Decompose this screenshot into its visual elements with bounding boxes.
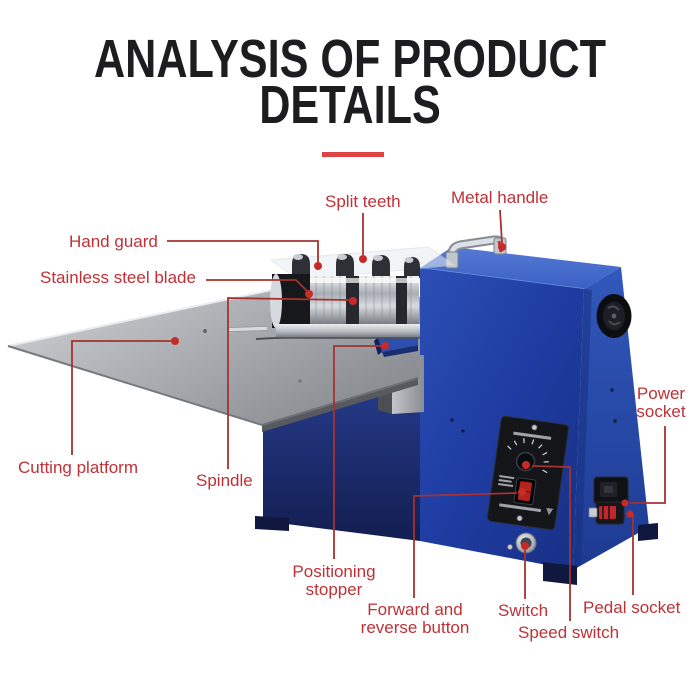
leader-forward-reverse <box>413 488 526 598</box>
leader-lines <box>71 209 666 621</box>
vent-fan <box>596 294 632 338</box>
machine-foot-back-right <box>638 523 658 541</box>
label-speed-switch: Speed switch <box>518 623 620 642</box>
label-switch: Switch <box>498 601 549 620</box>
leader-cutting-platform <box>71 337 179 455</box>
leader-spindle <box>227 297 357 469</box>
blade-roller <box>269 246 457 339</box>
power-socket-shape[interactable] <box>593 476 629 505</box>
label-forward-reverse-button: Forward and reverse button <box>360 600 470 637</box>
label-spindle: Spindle <box>196 471 253 490</box>
page-title-line2: DETAILS <box>259 75 441 135</box>
leader-switch <box>521 542 529 599</box>
spindle-shape <box>276 324 420 339</box>
machine-top-face <box>420 247 621 289</box>
label-power-socket: Power socket <box>636 384 686 421</box>
label-pedal-socket: Pedal socket <box>583 598 681 617</box>
machine-right-face <box>573 267 649 570</box>
leader-stainless-steel-blade <box>206 279 313 298</box>
leader-metal-handle <box>498 209 506 251</box>
leader-pedal-socket <box>626 510 634 595</box>
control-panel <box>486 415 570 531</box>
machine-foot-front-right <box>543 562 577 585</box>
label-metal-handle: Metal handle <box>451 188 549 207</box>
leader-positioning-stopper <box>333 342 389 559</box>
pedal-socket-shape[interactable] <box>588 501 625 525</box>
leader-power-socket <box>621 426 666 507</box>
label-cutting-platform: Cutting platform <box>18 458 138 477</box>
hand-guard-shape <box>269 246 457 281</box>
label-split-teeth: Split teeth <box>325 192 401 211</box>
leader-speed-switch <box>522 461 571 621</box>
title-underline <box>322 152 384 157</box>
leader-split-teeth <box>359 213 367 263</box>
label-stainless-steel-blade: Stainless steel blade <box>40 268 196 287</box>
label-hand-guard: Hand guard <box>69 232 158 251</box>
split-teeth-shape <box>292 254 420 278</box>
machine-pedestal <box>263 383 420 541</box>
machine-foot-left <box>255 516 289 531</box>
stainless-steel-blades-shape <box>270 274 419 328</box>
leader-hand-guard <box>167 240 322 270</box>
page-title: ANALYSIS OF PRODUCT DETAILS <box>0 29 700 135</box>
label-positioning-stopper: Positioning stopper <box>292 562 376 599</box>
speed-dial-ticks <box>507 438 549 474</box>
page-title-line1: ANALYSIS OF PRODUCT <box>93 29 607 89</box>
